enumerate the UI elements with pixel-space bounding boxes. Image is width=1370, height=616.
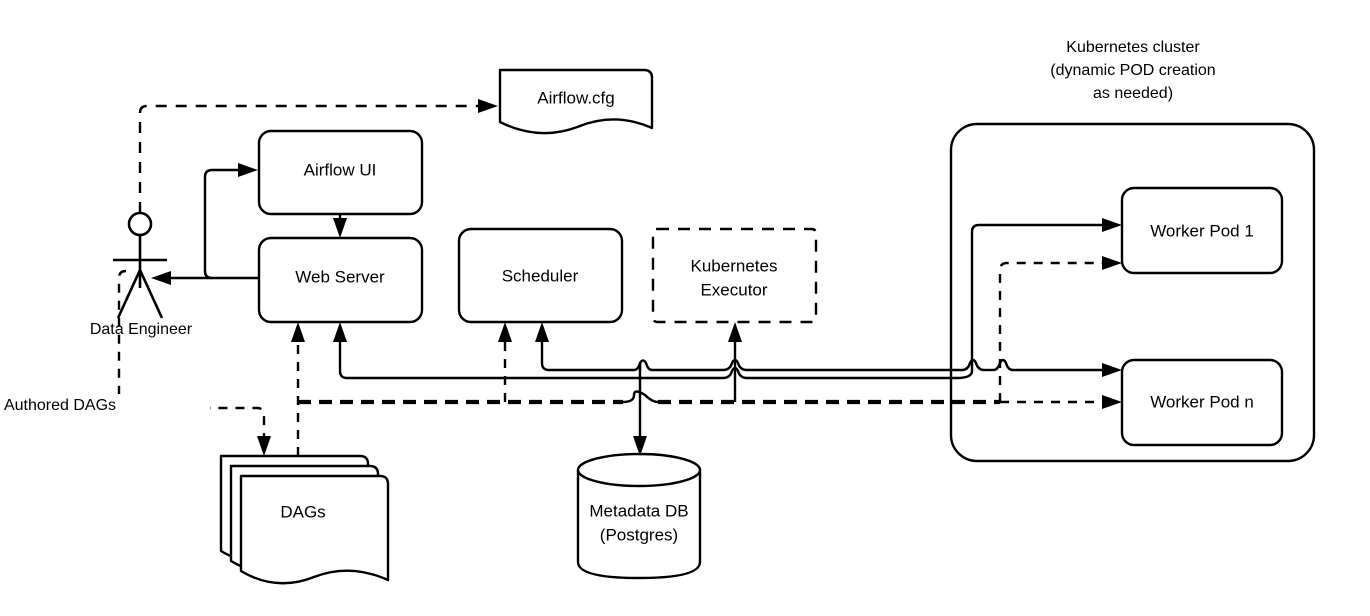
edge-airflow-ui-to-web-server-arrowhead [333,218,347,238]
edge-worker-pod-1-solid-arrowhead [1102,218,1122,232]
edge-actor-to-airflow-ui-arrowhead [238,163,258,177]
dags-group[interactable]: DAGs [219,454,390,585]
airflow-cfg-group[interactable]: Airflow.cfg [498,68,654,135]
edge-actor-to-airflow-cfg-line [138,104,479,213]
data-engineer-label: Data Engineer [90,321,193,338]
worker-pod-n-label: Worker Pod n [1150,392,1254,411]
edge-dags-bus-dashed [298,390,1000,405]
actor-head-icon [127,211,153,237]
edge-dags-to-scheduler-arrowhead [498,322,512,342]
airflow-cfg-document[interactable] [498,68,654,135]
edge-actor-to-airflow-ui [203,163,258,268]
actor-leg-left-icon [116,269,142,319]
kubernetes-executor-label-line2: Executor [700,280,767,299]
actor-leg-right-icon [138,269,164,319]
edge-dags-to-web-server [291,322,305,456]
worker-pod-n-box[interactable] [1120,358,1284,447]
web-server-box[interactable] [257,236,424,324]
worker-pod-1-label: Worker Pod 1 [1150,221,1254,240]
edge-scheduler-bus-jump-riser2 [992,358,1014,372]
kubernetes-cluster-title-line2: (dynamic POD creation [1050,62,1215,79]
edge-web-server-bus-riser [956,223,1104,380]
airflow-cfg-label: Airflow.cfg [537,88,614,107]
metadata-db-label-line2: (Postgres) [600,525,678,544]
edge-bus-to-metadata-db [633,363,647,456]
edge-actor-to-airflow-ui-line [203,168,240,268]
edge-dags-to-scheduler [498,322,512,402]
metadata-db-body[interactable] [576,468,702,580]
kubernetes-cluster-title-line1: Kubernetes cluster [1066,39,1200,56]
edge-worker-pod-n-dashed-arrowhead [1102,395,1122,409]
dags-document-front[interactable] [239,474,390,585]
kubernetes-executor-group[interactable]: Kubernetes Executor [651,227,818,324]
edge-dashed-to-worker-pods [998,256,1122,409]
edge-web-server-bus-arrowhead [333,322,347,342]
edge-scheduler-bus-jump-riser1 [961,358,985,372]
edge-web-server-bus-solid [333,218,1122,380]
edge-airflow-ui-to-web-server [333,214,347,238]
edge-worker-pod-1-dashed-arrowhead [1102,256,1122,270]
scheduler-group[interactable]: Scheduler [457,227,624,324]
edge-bus-to-kubernetes-executor-arrowhead [728,322,742,342]
authored-dags-label-text: Authored DAGs [4,397,116,414]
edge-actor-to-airflow-cfg-arrowhead [478,99,498,113]
worker-pod-1-group[interactable]: Worker Pod 1 [1120,186,1284,275]
web-server-label: Web Server [295,267,385,286]
kubernetes-executor-box[interactable] [651,227,818,324]
edge-web-server-to-actor-tail [171,270,214,280]
edge-authored-dags-arrowhead [257,436,271,456]
edge-actor-to-airflow-cfg [138,99,498,213]
worker-pod-n-group[interactable]: Worker Pod n [1120,358,1284,447]
edge-scheduler-bus-line [540,340,634,372]
edge-scheduler-bus-jump-metadata [633,359,653,372]
edge-web-server-bus-line [338,340,723,380]
edge-bus-to-kubernetes-executor [728,322,742,402]
worker-pod-1-box[interactable] [1120,186,1284,275]
edge-dags-bus-jump-metadata [622,390,659,404]
scheduler-box[interactable] [457,227,624,324]
dags-label: DAGs [280,502,325,521]
metadata-db-label-line1: Metadata DB [589,501,688,520]
authored-dags-label-backdrop [58,394,210,416]
edge-bus-to-metadata-db-arrowhead [633,436,647,456]
airflow-ui-label: Airflow UI [304,160,377,179]
edge-web-server-to-actor-arrowhead [151,271,171,285]
airflow-ui-group[interactable]: Airflow UI [257,129,424,216]
metadata-db-top [576,452,702,488]
edge-dashed-riser-to-worker-pod-1 [998,261,1104,402]
kubernetes-executor-label-line1: Kubernetes [691,256,778,275]
edge-dags-to-web-server-arrowhead [291,322,305,342]
edge-scheduler-bus-arrowhead [535,322,549,342]
edge-worker-pod-n-solid-arrowhead [1102,363,1122,377]
kubernetes-cluster-title-line3: as needed) [1093,85,1173,102]
scheduler-label: Scheduler [502,266,579,285]
edge-web-server-to-actor [151,268,259,285]
metadata-db-group[interactable]: Metadata DB (Postgres) [576,452,702,580]
web-server-group[interactable]: Web Server [257,236,424,324]
